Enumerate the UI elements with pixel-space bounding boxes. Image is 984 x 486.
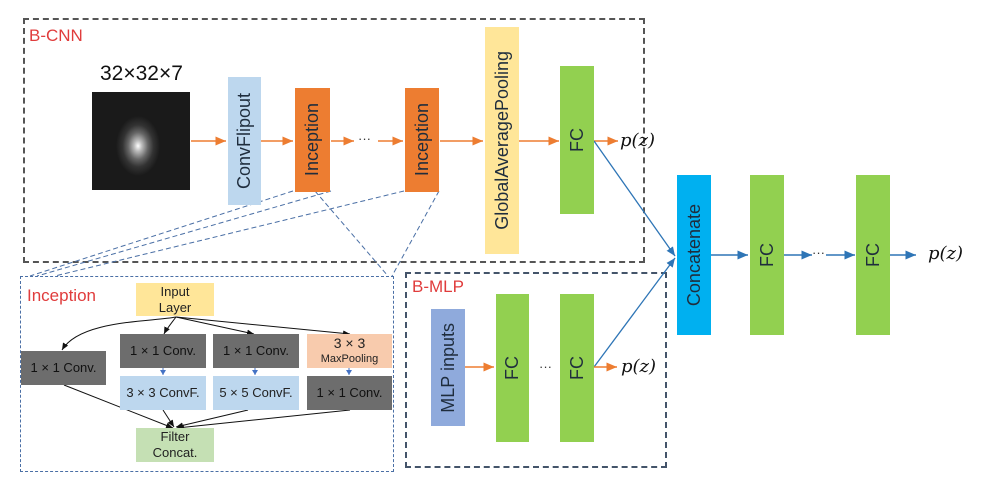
- branch3-convf-block: 5 × 5 ConvF.: [213, 376, 299, 410]
- branch1-conv-block: 1 × 1 Conv.: [21, 351, 106, 385]
- final-output-label: p(z): [928, 243, 964, 264]
- inception-block-1: Inception: [295, 88, 330, 192]
- concatenate-block: Concatenate: [677, 175, 711, 335]
- branch3-conv-label: 1 × 1 Conv.: [223, 343, 289, 358]
- branch4-pool-label-line2: MaxPooling: [320, 353, 379, 365]
- b-cnn-title: B-CNN: [29, 26, 83, 45]
- branch2-conv-block: 1 × 1 Conv.: [120, 334, 206, 368]
- convflipout-label: ConvFlipout: [234, 92, 254, 190]
- branch2-convf-label: 3 × 3 ConvF.: [126, 385, 200, 400]
- concatenate-label: Concatenate: [683, 203, 704, 307]
- head-fc-1-label: FC: [756, 243, 777, 267]
- filter-concat-label-line1: Filter: [160, 429, 190, 444]
- branch4-conv-label: 1 × 1 Conv.: [316, 385, 383, 400]
- mlp-fc-block-2: FC: [560, 294, 594, 442]
- mlp-fc-2-label: FC: [566, 356, 587, 380]
- mlp-inputs-label: MLP inputs: [437, 322, 458, 413]
- input-size-label: 32×32×7: [100, 62, 183, 85]
- filter-concat-block: Filter Concat.: [136, 428, 214, 462]
- b-mlp-title: B-MLP: [412, 277, 464, 296]
- cnn-fc-label: FC: [566, 128, 587, 152]
- gap-block: GlobalAveragePooling: [485, 27, 519, 254]
- branch1-conv-label: 1 × 1 Conv.: [30, 360, 97, 375]
- inception-2-label: Inception: [411, 103, 432, 177]
- cnn-output-label: p(z): [620, 130, 656, 151]
- branch4-pool-label-line1: 3 × 3: [333, 335, 366, 351]
- input-image: [92, 92, 190, 190]
- branch3-convf-label: 5 × 5 ConvF.: [219, 385, 293, 400]
- b-cnn-frame: [23, 18, 645, 263]
- inception-block-2: Inception: [405, 88, 439, 192]
- mlp-fc-block-1: FC: [496, 294, 529, 442]
- mlp-output-label: p(z): [621, 356, 657, 377]
- branch3-conv-block: 1 × 1 Conv.: [213, 334, 299, 368]
- branch2-convf-block: 3 × 3 ConvF.: [120, 376, 206, 410]
- inception-1-label: Inception: [302, 103, 322, 177]
- branch4-conv-block: 1 × 1 Conv.: [307, 376, 392, 410]
- head-ellipsis: ···: [812, 245, 825, 260]
- input-layer-block: Input Layer: [136, 283, 214, 316]
- arrow-cnn-fc-to-concatenate: [593, 140, 676, 257]
- mlp-fc-1-label: FC: [502, 356, 522, 380]
- input-layer-label-line1: Input: [160, 283, 190, 299]
- convflipout-block: ConvFlipout: [228, 77, 261, 205]
- branch2-conv-label: 1 × 1 Conv.: [130, 343, 196, 358]
- arrow-mlp-fc-to-concatenate: [593, 257, 676, 368]
- cnn-fc-block: FC: [560, 66, 594, 214]
- inception-detail-frame: [20, 276, 394, 472]
- branch4-pool-block: 3 × 3 MaxPooling: [307, 334, 392, 368]
- mlp-ellipsis: ···: [539, 359, 552, 374]
- mlp-inputs-block: MLP inputs: [431, 309, 465, 426]
- gap-label: GlobalAveragePooling: [491, 51, 512, 230]
- cnn-ellipsis: ···: [358, 131, 371, 146]
- inception-title: Inception: [27, 286, 96, 305]
- filter-concat-label-line2: Concat.: [152, 445, 198, 460]
- b-mlp-frame: [405, 272, 667, 468]
- head-fc-block-1: FC: [750, 175, 784, 335]
- head-fc-block-2: FC: [856, 175, 890, 335]
- head-fc-2-label: FC: [862, 243, 883, 267]
- input-layer-label-line2: Layer: [158, 299, 192, 315]
